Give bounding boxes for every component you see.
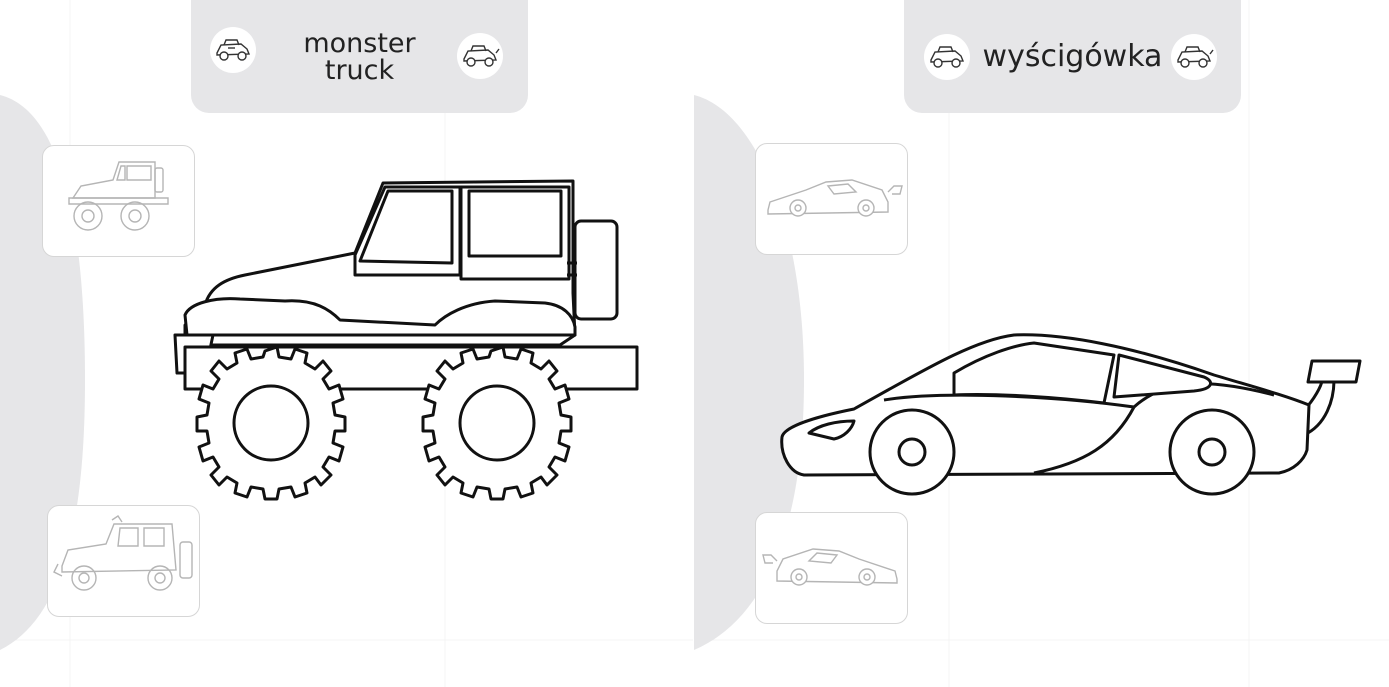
thumbnail-jeep-monster-truck — [42, 145, 195, 257]
sports-car-icon — [767, 179, 903, 217]
sports-car-reversed-icon — [762, 548, 898, 586]
car-badge-icon — [210, 27, 256, 73]
title-line-2: truck — [324, 54, 395, 86]
race-car-outline — [780, 333, 1362, 496]
page-title: wyścigówka — [982, 39, 1163, 74]
monster-truck-outline — [173, 179, 639, 501]
car-badge-icon — [457, 33, 503, 79]
car-badge-icon — [1171, 34, 1217, 80]
thumbnail-sports-car-reversed — [755, 512, 908, 624]
car-badge-icon — [924, 34, 970, 80]
coloring-page-monster-truck: monster truck — [0, 0, 694, 687]
thumbnail-offroad-jeep — [47, 505, 200, 617]
jeep-monster-truck-icon — [68, 161, 169, 231]
thumbnail-sports-car — [755, 143, 908, 255]
offroad-jeep-icon — [53, 515, 193, 591]
coloring-page-race-car: wyścigówka — [694, 0, 1389, 687]
title-line-1: wyścigówka — [982, 39, 1163, 74]
page-title: monster truck — [303, 30, 415, 84]
title-line-1: monster — [303, 27, 416, 59]
